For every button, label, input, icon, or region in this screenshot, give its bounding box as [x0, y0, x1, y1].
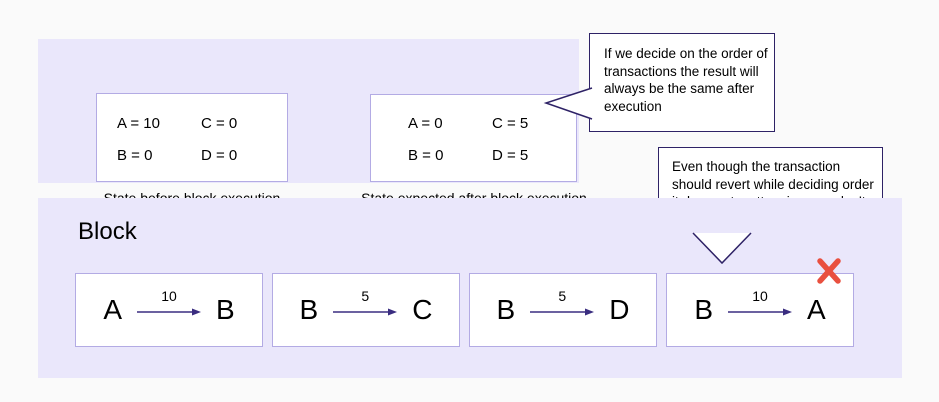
- transaction-box-b-to-c: B 5 C: [272, 273, 460, 347]
- transaction-box-a-to-b: A 10 B: [75, 273, 263, 347]
- state-before-values: A = 10 C = 0 B = 0 D = 0: [117, 115, 287, 165]
- tx-amount: 5: [558, 288, 567, 304]
- tx-from-account: B: [496, 294, 516, 325]
- transaction-box-b-to-a-rejected: B 10 A: [666, 273, 854, 347]
- tx-amount: 10: [161, 288, 177, 304]
- state-value: A = 10: [117, 115, 160, 132]
- tx-transfer: 10: [728, 288, 792, 318]
- state-value: A = 0: [408, 115, 443, 132]
- tx-to-account: C: [412, 294, 433, 325]
- state-value: C = 5: [492, 115, 529, 132]
- state-value: C = 0: [201, 115, 238, 132]
- tx-from-account: A: [103, 294, 122, 325]
- state-after-box: A = 0 C = 5 B = 0 D = 5: [370, 94, 577, 182]
- tx-transfer: 10: [137, 288, 201, 318]
- order-callout: If we decide on the order of transaction…: [589, 33, 775, 132]
- tx-amount: 10: [752, 288, 768, 304]
- tx-to-account: B: [216, 294, 235, 325]
- state-value: B = 0: [408, 147, 444, 164]
- tx-transfer: 5: [333, 288, 398, 318]
- transfer-arrow-icon: [333, 308, 398, 316]
- states-panel: A = 10 C = 0 B = 0 D = 0 A = 0 C = 5 B =…: [38, 39, 587, 206]
- state-value: D = 0: [201, 147, 238, 164]
- state-value: D = 5: [492, 147, 529, 164]
- tx-to-account: D: [609, 294, 630, 325]
- transfer-arrow-icon: [728, 308, 792, 316]
- tx-from-account: B: [694, 294, 713, 325]
- callout-tail-left-icon: [543, 87, 593, 120]
- transfer-arrow-icon: [530, 308, 595, 316]
- callout-tail-down-icon: [692, 232, 752, 265]
- state-value: B = 0: [117, 147, 153, 164]
- block-title: Block: [78, 218, 137, 245]
- tx-transfer: 5: [530, 288, 595, 318]
- tx-amount: 5: [361, 288, 370, 304]
- transaction-box-b-to-d: B 5 D: [469, 273, 657, 347]
- transfer-arrow-icon: [137, 308, 201, 316]
- reject-x-icon: [817, 258, 841, 284]
- order-callout-text: If we decide on the order of transaction…: [604, 46, 768, 114]
- state-before-box: A = 10 C = 0 B = 0 D = 0: [96, 93, 288, 182]
- tx-from-account: B: [299, 294, 319, 325]
- state-after-values: A = 0 C = 5 B = 0 D = 5: [408, 115, 576, 165]
- tx-to-account: A: [807, 294, 826, 325]
